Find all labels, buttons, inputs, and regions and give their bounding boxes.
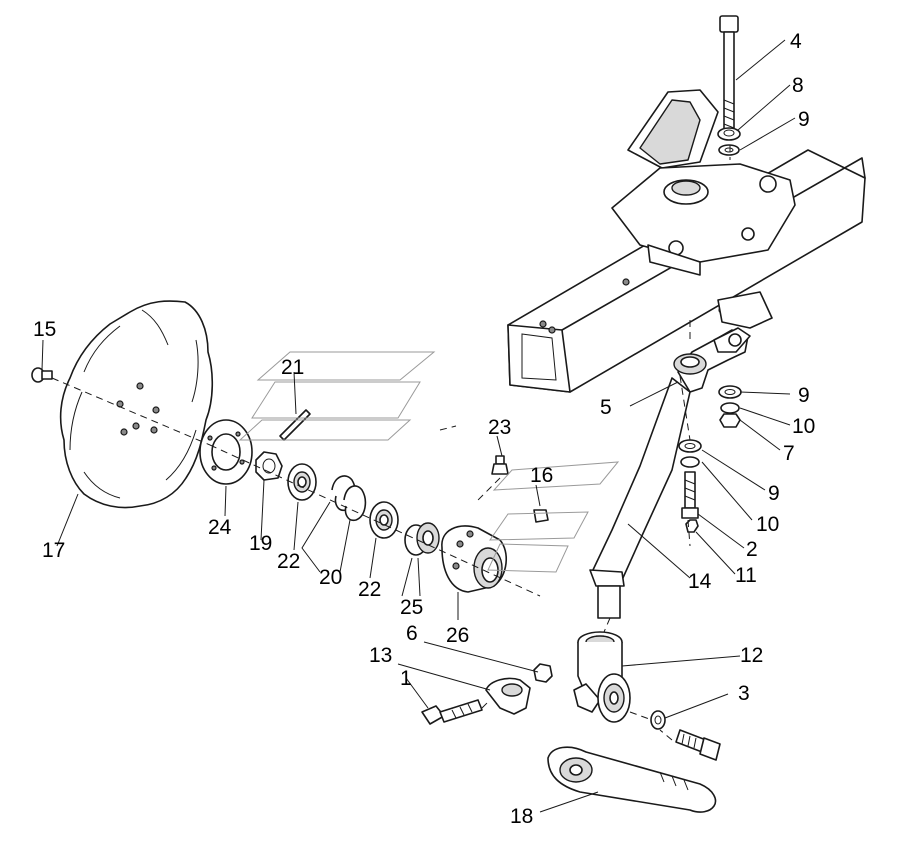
callout-21: 21 xyxy=(281,356,304,379)
callout-10a: 10 xyxy=(792,415,815,438)
axis-lines xyxy=(51,145,731,741)
callout-22a: 22 xyxy=(277,550,300,573)
callout-1: 1 xyxy=(400,667,412,690)
callout-20: 20 xyxy=(319,566,342,589)
callout-24: 24 xyxy=(208,516,232,539)
bolt-15 xyxy=(31,367,53,383)
lockwasher-10-right xyxy=(720,402,740,414)
nut-11 xyxy=(685,519,699,533)
shank-14 xyxy=(589,377,691,619)
callout-17: 17 xyxy=(42,539,65,562)
nut-6 xyxy=(533,663,553,683)
serrated-disc-12 xyxy=(597,673,631,723)
disc-17 xyxy=(59,300,214,509)
washer-3 xyxy=(650,710,666,730)
callout-9b: 9 xyxy=(798,384,810,407)
callout-9a: 9 xyxy=(798,108,810,131)
callout-22b: 22 xyxy=(358,578,381,601)
bearing-22-left xyxy=(287,463,317,501)
cotter-pin-21 xyxy=(279,409,311,441)
callout-15: 15 xyxy=(33,318,56,341)
circlip-20-b xyxy=(343,485,367,522)
clamp-13 xyxy=(485,677,531,715)
callout-4: 4 xyxy=(790,30,802,53)
callout-6: 6 xyxy=(406,622,418,645)
bolt-2 xyxy=(681,471,699,519)
callout-8: 8 xyxy=(792,74,804,97)
bolt-4 xyxy=(719,15,739,131)
callout-11: 11 xyxy=(735,564,757,587)
callout-25: 25 xyxy=(400,596,423,619)
nut-7 xyxy=(719,413,741,428)
bearing-22-right xyxy=(369,501,399,539)
callout-12: 12 xyxy=(740,644,763,667)
nut-8 xyxy=(717,127,741,141)
arm-5 xyxy=(673,327,751,393)
grease-nipple-23 xyxy=(491,455,509,475)
callout-19: 19 xyxy=(249,532,272,555)
seal-25 xyxy=(404,522,440,556)
callout-23: 23 xyxy=(488,416,511,439)
callout-10b: 10 xyxy=(756,513,779,536)
assembly-reference-lines xyxy=(238,351,620,573)
lockwasher-10-lower xyxy=(680,456,700,468)
callout-13: 13 xyxy=(369,644,392,667)
washer-9-top xyxy=(718,144,740,156)
bolt-3 xyxy=(675,729,721,761)
callout-26: 26 xyxy=(446,624,469,647)
hub-26 xyxy=(441,525,507,593)
callout-7: 7 xyxy=(783,442,795,465)
callout-5: 5 xyxy=(600,396,612,419)
callout-14: 14 xyxy=(688,570,712,593)
callout-2: 2 xyxy=(746,538,758,561)
callout-9c: 9 xyxy=(768,482,780,505)
washer-9-lower xyxy=(678,439,702,453)
leader-lines xyxy=(41,39,796,813)
washer-9-right xyxy=(718,385,742,399)
mounting-bracket xyxy=(611,89,796,329)
tine-18 xyxy=(547,746,717,813)
callout-16: 16 xyxy=(530,464,553,487)
bolt-1 xyxy=(421,699,483,725)
castle-nut-19 xyxy=(255,451,283,481)
plug-16 xyxy=(533,509,549,523)
callout-18: 18 xyxy=(510,805,533,828)
callout-3: 3 xyxy=(738,682,750,705)
